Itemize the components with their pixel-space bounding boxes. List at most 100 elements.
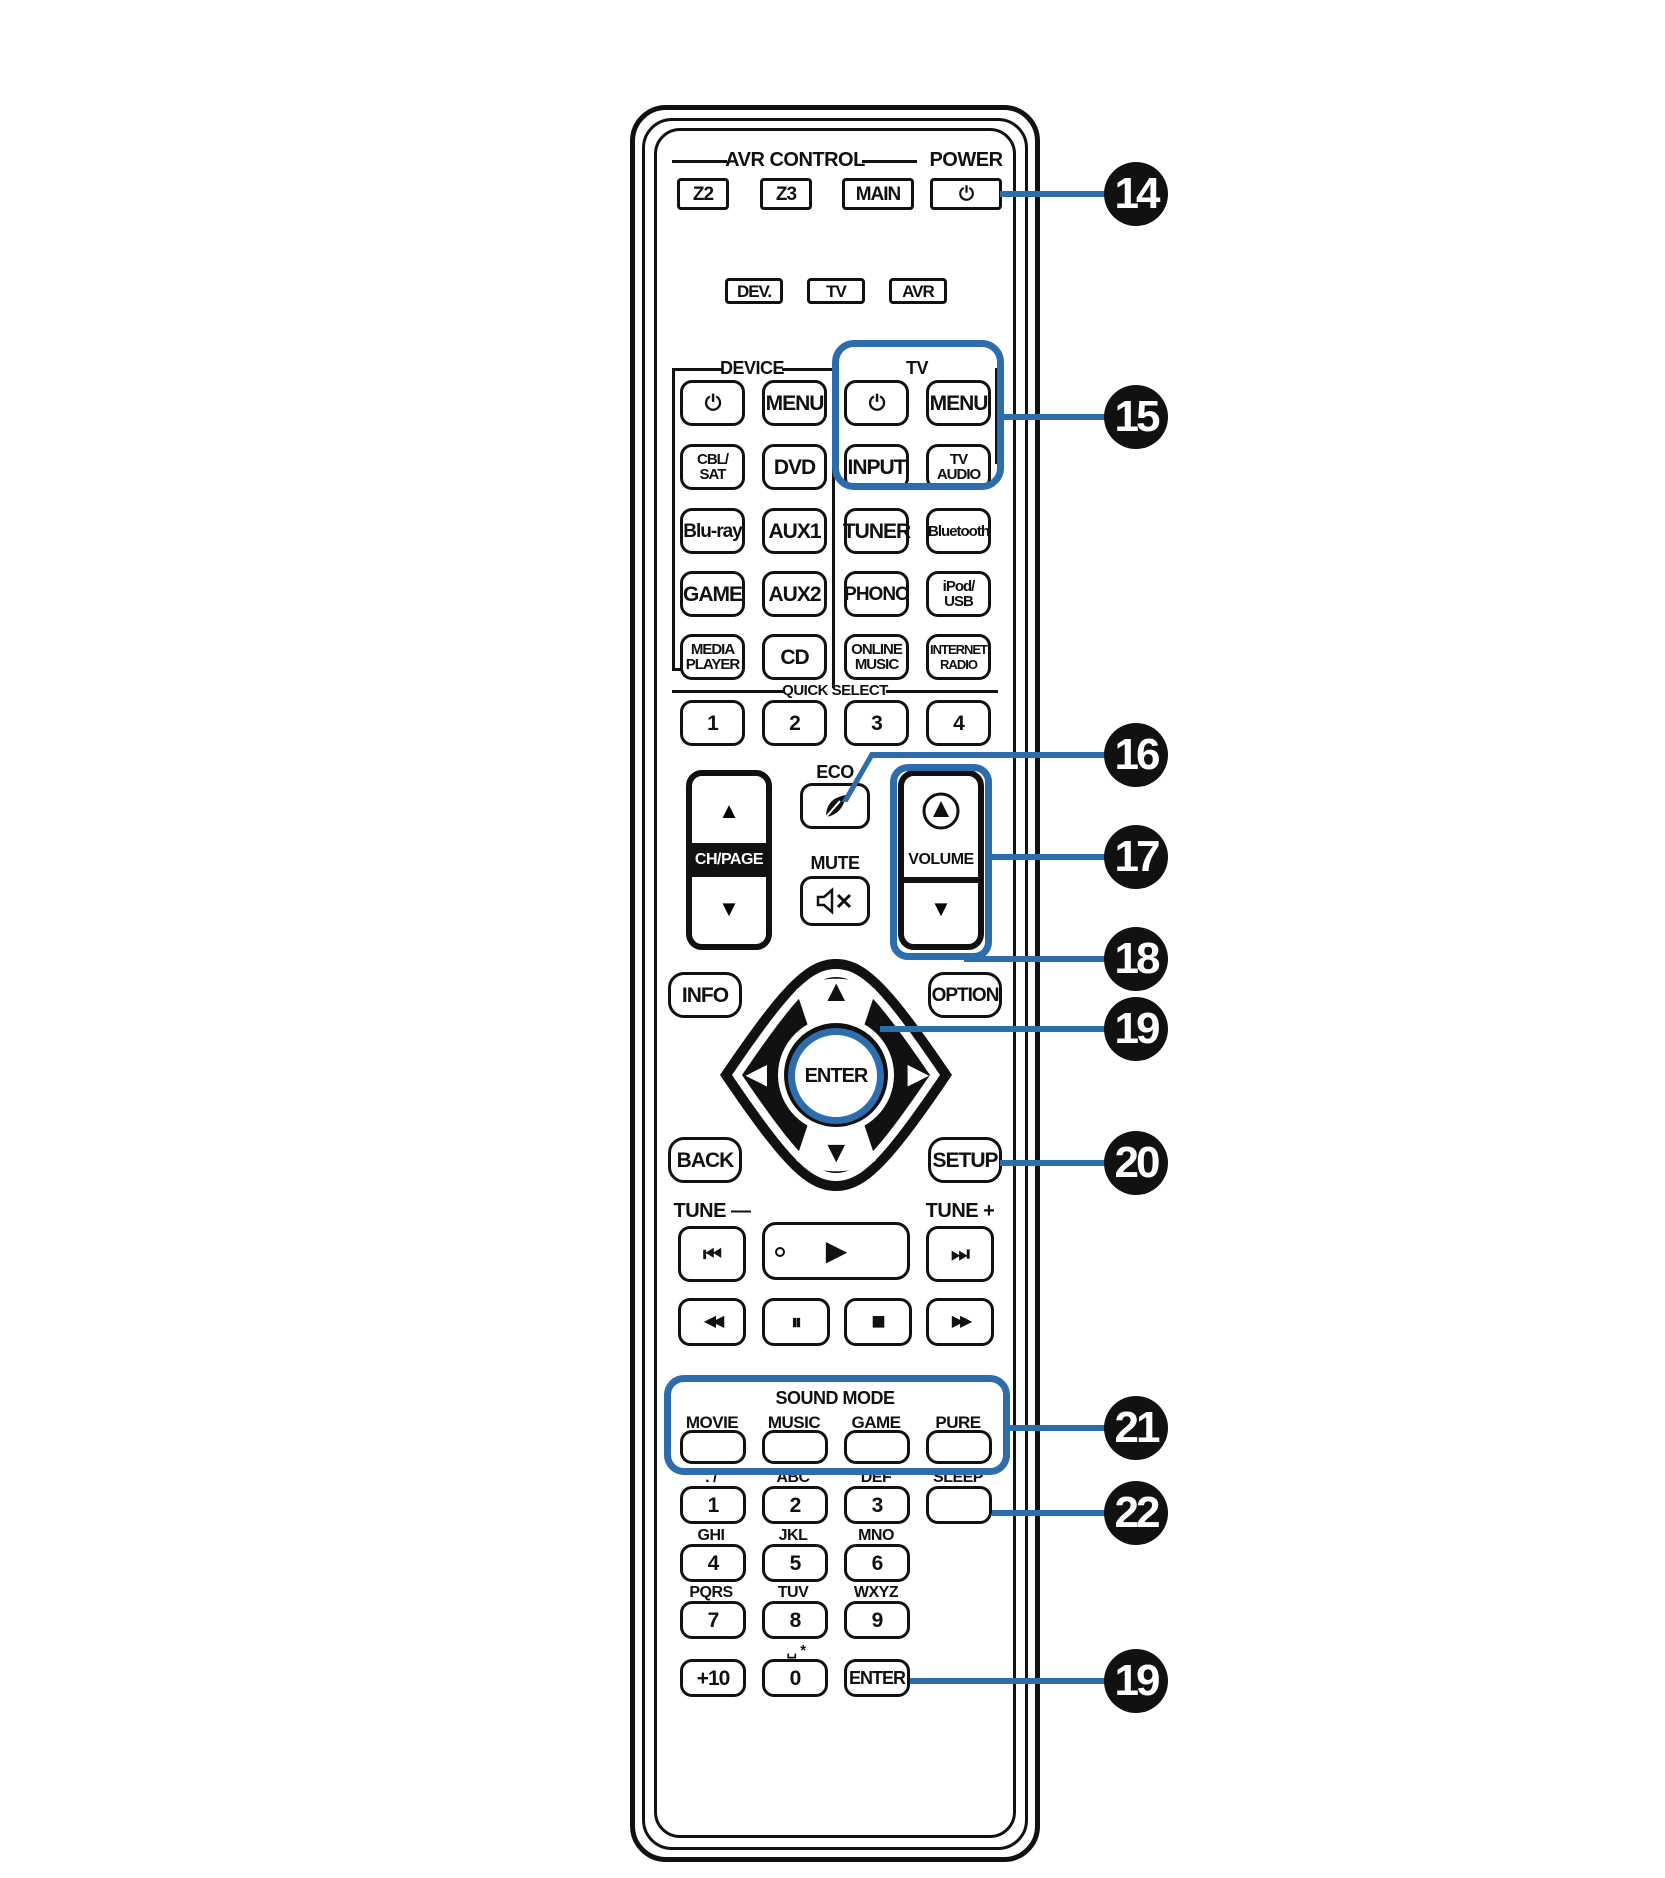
tv-mode-button[interactable]: TV [807, 278, 865, 304]
info-button[interactable]: INFO [668, 972, 742, 1018]
key-7-button[interactable]: 7 [680, 1601, 746, 1639]
avr-control-label: AVR CONTROL [725, 149, 865, 171]
device-menu-button[interactable]: MENU [762, 380, 827, 426]
callout-16: 16 [1104, 723, 1168, 787]
music-button[interactable] [762, 1430, 828, 1464]
callout-19b-line [910, 1678, 1110, 1684]
aux2-button[interactable]: AUX2 [762, 571, 827, 617]
quick-select-line-left [672, 690, 784, 693]
tv-frame-right [995, 368, 998, 464]
volume-down-button[interactable]: ▼ [930, 895, 952, 921]
game-mode-button[interactable] [844, 1430, 910, 1464]
volume-rocker: VOLUME ▼ [898, 770, 984, 950]
volume-up-icon [922, 792, 960, 830]
quick-select-2-button[interactable]: 2 [762, 700, 827, 746]
mute-label: MUTE [810, 853, 861, 873]
highlight-volume [890, 764, 992, 960]
key-3-button[interactable]: 3 [844, 1486, 910, 1524]
dvd-button[interactable]: DVD [762, 444, 827, 490]
mute-icon [816, 887, 852, 915]
z3-button[interactable]: Z3 [760, 178, 812, 210]
key-0-symbols: ␣ * [786, 1642, 806, 1659]
quick-select-label: QUICK SELECT [782, 682, 888, 699]
dev-mode-button[interactable]: DEV. [725, 278, 783, 304]
movie-button[interactable] [680, 1430, 746, 1464]
callout-20-line [1000, 1160, 1110, 1166]
tv-menu-button[interactable]: MENU [926, 380, 991, 426]
key-4-letters: GHI [697, 1527, 725, 1544]
bluray-button[interactable]: Blu-ray [680, 508, 745, 554]
key-6-button[interactable]: 6 [844, 1544, 910, 1582]
previous-track-button[interactable]: ⏮ [678, 1226, 746, 1282]
movie-label: MOVIE [685, 1413, 739, 1432]
play-button[interactable]: ▶ [762, 1222, 910, 1280]
option-button[interactable]: OPTION [928, 972, 1002, 1018]
quick-select-line-right [886, 690, 998, 693]
remote-body-outer [630, 105, 1040, 1862]
cbl-sat-button[interactable]: CBL/ SAT [680, 444, 745, 490]
keypad-enter-button[interactable]: ENTER [844, 1659, 910, 1697]
tv-audio-button[interactable]: TV AUDIO [926, 444, 991, 490]
aux1-button[interactable]: AUX1 [762, 508, 827, 554]
power-icon: ⏻ [704, 391, 722, 415]
dpad-down-button[interactable]: ▼ [821, 1136, 851, 1169]
internet-radio-button[interactable]: INTERNET RADIO [926, 634, 991, 680]
ch-page-up-button[interactable]: ▲ [718, 798, 740, 824]
key-1-button[interactable]: 1 [680, 1486, 746, 1524]
key-2-button[interactable]: 2 [762, 1486, 828, 1524]
z2-button[interactable]: Z2 [677, 178, 729, 210]
key-8-button[interactable]: 8 [762, 1601, 828, 1639]
volume-up-button[interactable] [904, 776, 978, 847]
tuner-button[interactable]: TUNER [843, 508, 911, 554]
quick-select-1-button[interactable]: 1 [680, 700, 745, 746]
avr-control-line-right [862, 160, 917, 163]
dpad-left-button[interactable]: ◀ [745, 1058, 767, 1089]
phono-button[interactable]: PHONO [844, 571, 910, 617]
dpad-right-button[interactable]: ▶ [907, 1058, 929, 1089]
avr-mode-button[interactable]: AVR [889, 278, 947, 304]
media-player-button[interactable]: MEDIA PLAYER [680, 634, 745, 680]
game-source-button[interactable]: GAME [680, 571, 745, 617]
quick-select-3-button[interactable]: 3 [844, 700, 909, 746]
game-mode-label: GAME [851, 1413, 902, 1432]
avr-power-button[interactable]: ⏻ [930, 178, 1002, 210]
enter-button[interactable]: ENTER [788, 1028, 884, 1124]
main-button[interactable]: MAIN [842, 178, 914, 210]
callout-21: 21 [1104, 1396, 1168, 1460]
fast-forward-button[interactable]: ▶▶ [926, 1298, 994, 1346]
eco-button[interactable] [800, 783, 870, 829]
key-4-button[interactable]: 4 [680, 1544, 746, 1582]
callout-21-line [1010, 1425, 1110, 1431]
next-track-button[interactable]: ⏭ [926, 1226, 994, 1282]
rewind-button[interactable]: ◀◀ [678, 1298, 746, 1346]
tv-power-button[interactable]: ⏻ [844, 380, 909, 426]
dpad-up-button[interactable]: ▲ [821, 975, 851, 1008]
key-0-button[interactable]: 0 [762, 1659, 828, 1697]
callout-22: 22 [1104, 1481, 1168, 1545]
back-button[interactable]: BACK [668, 1137, 742, 1183]
cd-button[interactable]: CD [762, 634, 827, 680]
callout-18: 18 [1104, 927, 1168, 991]
play-icon: ▶ [825, 1235, 848, 1266]
pause-button[interactable]: ⏸ [762, 1298, 830, 1346]
pure-button[interactable] [926, 1430, 992, 1464]
key-9-letters: WXYZ [853, 1584, 899, 1601]
plus-10-button[interactable]: +10 [680, 1659, 746, 1697]
tv-section-label: TV [905, 358, 929, 378]
device-tv-divider [832, 368, 835, 688]
ch-page-down-button[interactable]: ▼ [718, 895, 740, 921]
sleep-button[interactable] [926, 1486, 992, 1524]
ipod-usb-button[interactable]: iPod/ USB [926, 571, 991, 617]
mute-button[interactable] [800, 876, 870, 926]
device-power-button[interactable]: ⏻ [680, 380, 745, 426]
quick-select-4-button[interactable]: 4 [926, 700, 991, 746]
key-5-button[interactable]: 5 [762, 1544, 828, 1582]
stop-button[interactable]: ■ [844, 1298, 912, 1346]
setup-button[interactable]: SETUP [928, 1137, 1002, 1183]
online-music-button[interactable]: ONLINE MUSIC [844, 634, 909, 680]
bluetooth-button[interactable]: Bluetooth [926, 508, 991, 554]
key-9-button[interactable]: 9 [844, 1601, 910, 1639]
callout-15-line [1004, 414, 1110, 420]
callout-20: 20 [1104, 1131, 1168, 1195]
tv-input-button[interactable]: INPUT [844, 444, 909, 490]
